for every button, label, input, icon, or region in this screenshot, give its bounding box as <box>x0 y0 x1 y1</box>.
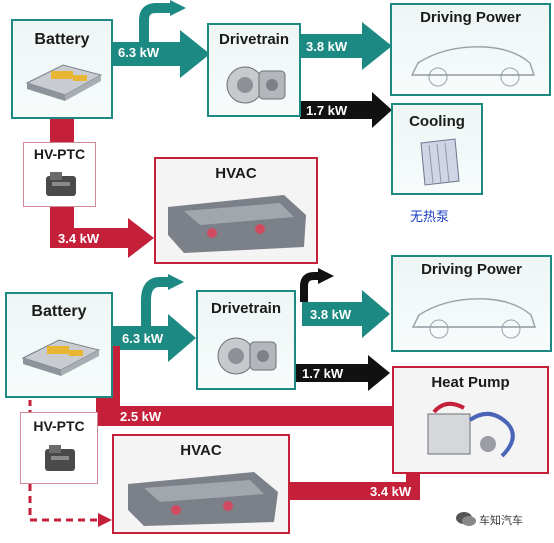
flow-label-drivetrain-power: 3.8 kW <box>306 39 348 54</box>
flow-label-drivetrain-cooling: 1.7 kW <box>306 103 348 118</box>
arrow-battery-ptc <box>50 118 74 142</box>
battery-pack-icon <box>25 64 103 101</box>
electric-motor-icon <box>226 66 286 104</box>
drivetrain-box: Drivetrain <box>207 23 301 117</box>
arrow-b-black-curve <box>300 272 320 302</box>
ptc-heater-icon <box>46 172 76 196</box>
flow-label-battery-drivetrain: 6.3 kW <box>118 45 160 60</box>
b-flow-label-drivetrain-power: 3.8 kW <box>310 307 352 322</box>
car-outline-icon <box>410 46 535 87</box>
arrow-ptc-hvac <box>50 206 154 258</box>
car-outline-icon <box>411 298 536 339</box>
flow-label-ptc-hvac: 3.4 kW <box>58 231 100 246</box>
b-flow-label-battery-heatpump: 2.5 kW <box>120 409 162 424</box>
heat-pump-title: Heat Pump <box>431 374 510 391</box>
arrow-b-curve <box>141 277 170 326</box>
battery-box: Battery <box>11 19 113 119</box>
hv-ptc-box: HV-PTC <box>23 142 96 207</box>
driving-power-box: Driving Power <box>390 3 551 96</box>
arrow-b-drivetrain-power <box>302 290 390 338</box>
electric-motor-icon <box>217 337 277 375</box>
b-battery-title: Battery <box>31 303 87 320</box>
b-battery-box: Battery <box>5 292 113 398</box>
dashboard-icon <box>168 195 306 253</box>
b-drivetrain-title: Drivetrain <box>210 300 282 317</box>
heat-pump-box: Heat Pump <box>392 366 549 474</box>
arrow-b-heatpump-hvac <box>266 472 420 512</box>
battery-title: Battery <box>34 31 90 48</box>
arrow-b-drivetrain-heatpump <box>296 355 390 391</box>
b-hvac-title: HVAC <box>180 442 222 459</box>
b-hv-ptc-box: HV-PTC <box>20 412 98 484</box>
b-hv-ptc-title: HV-PTC <box>33 418 85 434</box>
battery-pack-icon <box>21 339 101 376</box>
dashed-b-ptc-hvac <box>28 484 98 522</box>
b-flow-label-drivetrain-heatpump: 1.7 kW <box>302 366 344 381</box>
b-drivetrain-box: Drivetrain <box>196 290 296 390</box>
radiator-icon <box>420 138 460 186</box>
wechat-logo-icon <box>456 512 476 526</box>
arrow-drivetrain-power <box>300 22 392 70</box>
no-heat-pump-note: 无热泵 <box>410 210 450 225</box>
b-flow-label-heatpump-hvac: 3.4 kW <box>370 484 412 499</box>
arrow-b-battery-drivetrain <box>112 314 196 362</box>
ptc-heater-icon <box>45 445 75 471</box>
arrow-battery-drivetrain <box>112 30 210 78</box>
drivetrain-title: Drivetrain <box>218 31 290 48</box>
dashboard-icon <box>128 472 278 526</box>
cooling-box: Cooling <box>391 103 483 195</box>
b-flow-label-battery-drivetrain: 6.3 kW <box>122 331 164 346</box>
hv-ptc-title: HV-PTC <box>33 146 86 162</box>
b-driving-power-title: Driving Power <box>421 261 522 278</box>
hvac-title: HVAC <box>215 165 257 182</box>
watermark-text: 车知汽车 <box>479 514 523 527</box>
arrow-drivetrain-cooling <box>300 92 392 128</box>
b-driving-power-box: Driving Power <box>391 255 552 352</box>
heat-pump-icon <box>427 401 515 458</box>
driving-power-title: Driving Power <box>420 9 521 26</box>
arrow-top-curve <box>139 3 172 42</box>
hvac-box: HVAC <box>154 157 318 264</box>
arrow-b-battery-heatpump <box>96 346 394 426</box>
cooling-title: Cooling <box>409 113 465 130</box>
b-hvac-box: HVAC <box>112 434 290 534</box>
